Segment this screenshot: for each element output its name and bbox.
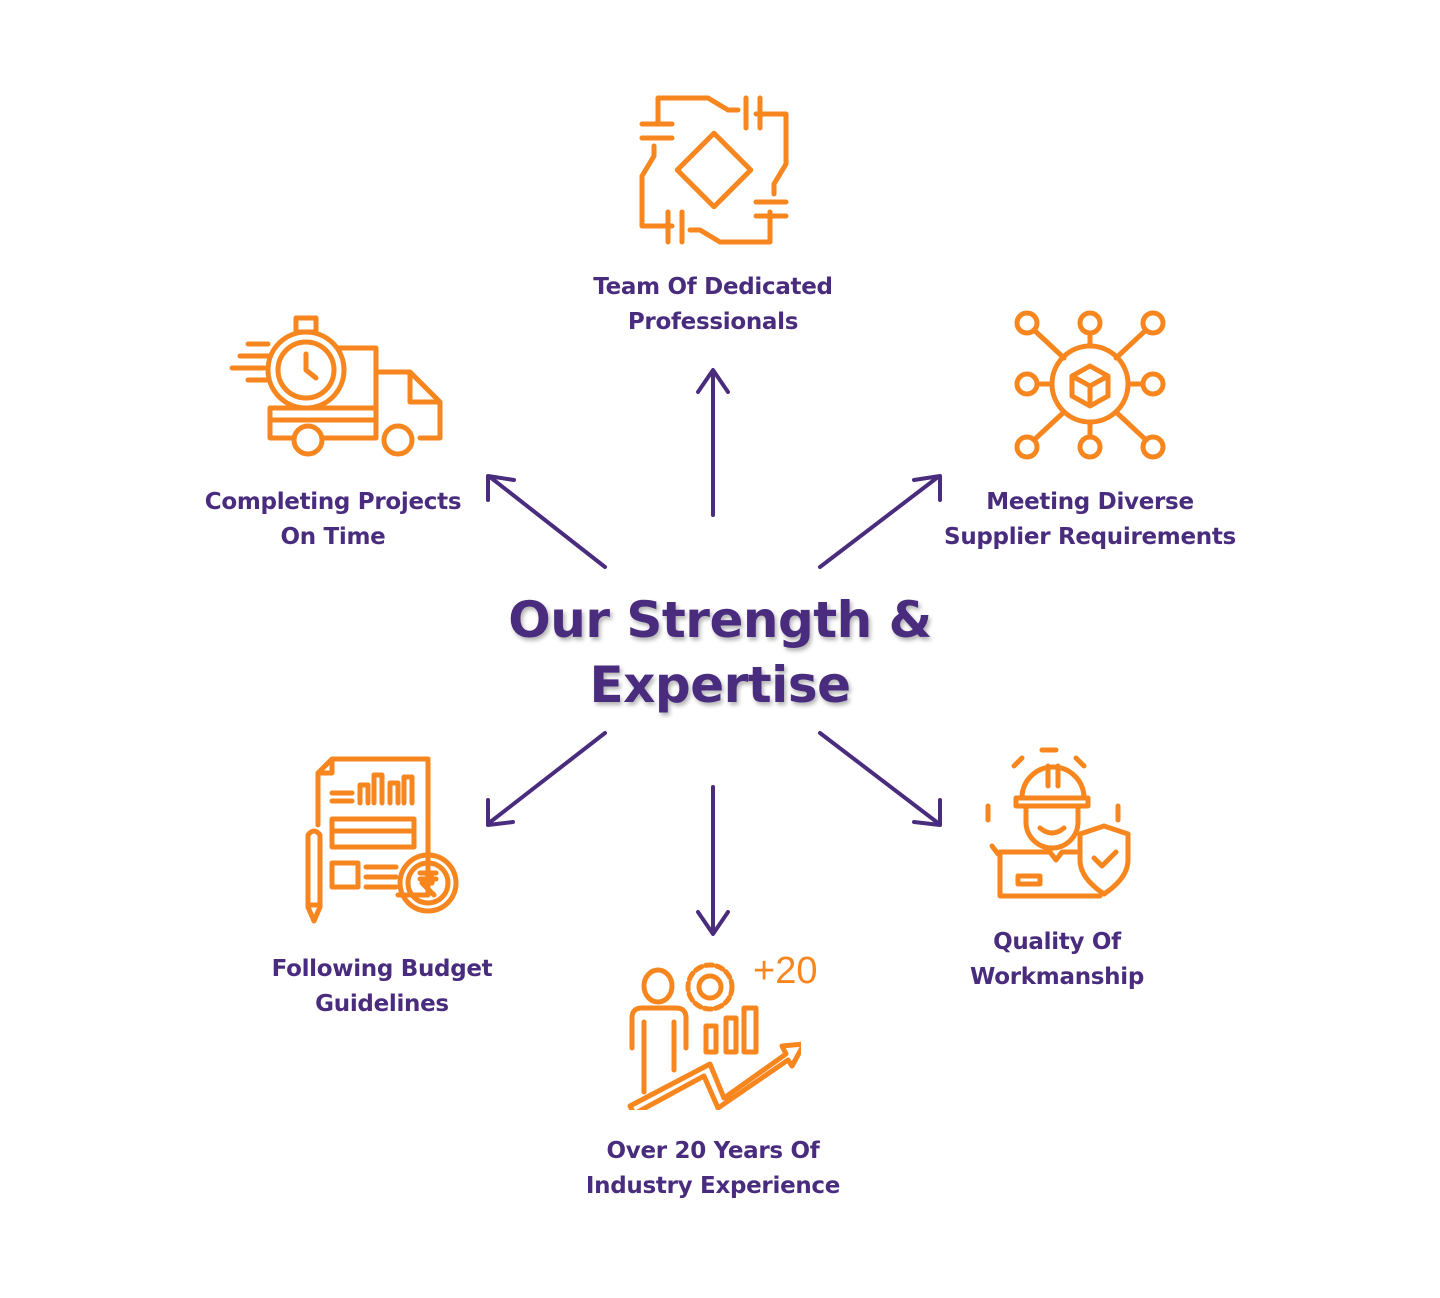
item-ontime-line-1: Completing Projects bbox=[204, 489, 462, 515]
arrow-lower-right bbox=[818, 731, 942, 827]
worker-shield-icon bbox=[985, 747, 1131, 899]
arrow-down bbox=[696, 785, 730, 936]
item-quality-label: Quality Of Workmanship bbox=[970, 925, 1144, 995]
arrow-upper-left bbox=[486, 474, 607, 569]
item-supplier-line-1: Meeting Diverse bbox=[986, 489, 1194, 515]
item-quality-line-1: Quality Of bbox=[993, 929, 1121, 955]
arrow-upper-right bbox=[818, 474, 942, 569]
item-supplier-label: Meeting Diverse Supplier Requirements bbox=[944, 485, 1236, 555]
hands-teamwork-icon bbox=[639, 95, 789, 245]
item-experience-line-1: Over 20 Years Of bbox=[606, 1138, 820, 1164]
arrow-up bbox=[696, 368, 730, 517]
item-ontime-line-2: On Time bbox=[280, 524, 386, 550]
item-quality-line-2: Workmanship bbox=[970, 964, 1144, 990]
arrow-lower-left bbox=[486, 731, 607, 827]
page-title: Our Strength & Expertise bbox=[508, 588, 932, 718]
item-supplier-line-2: Supplier Requirements bbox=[944, 524, 1236, 550]
budget-document-icon bbox=[305, 756, 459, 924]
item-team-line-2: Professionals bbox=[627, 309, 799, 335]
years-badge: +20 bbox=[753, 950, 818, 992]
item-experience-label: Over 20 Years Of Industry Experience bbox=[586, 1134, 840, 1204]
growth-chart-icon bbox=[627, 962, 801, 1110]
item-experience-line-2: Industry Experience bbox=[585, 1173, 841, 1199]
item-budget-line-2: Guidelines bbox=[315, 991, 449, 1017]
delivery-truck-clock-icon bbox=[229, 315, 443, 457]
item-ontime-label: Completing Projects On Time bbox=[204, 485, 462, 555]
item-budget-line-1: Following Budget bbox=[271, 956, 493, 982]
item-budget-label: Following Budget Guidelines bbox=[272, 952, 493, 1022]
title-line-1: Our Strength & bbox=[508, 591, 932, 649]
title-line-2: Expertise bbox=[589, 656, 851, 714]
item-team-label: Team Of Dedicated Professionals bbox=[593, 270, 833, 340]
item-team-line-1: Team Of Dedicated bbox=[593, 274, 833, 300]
network-box-icon bbox=[1014, 310, 1166, 460]
